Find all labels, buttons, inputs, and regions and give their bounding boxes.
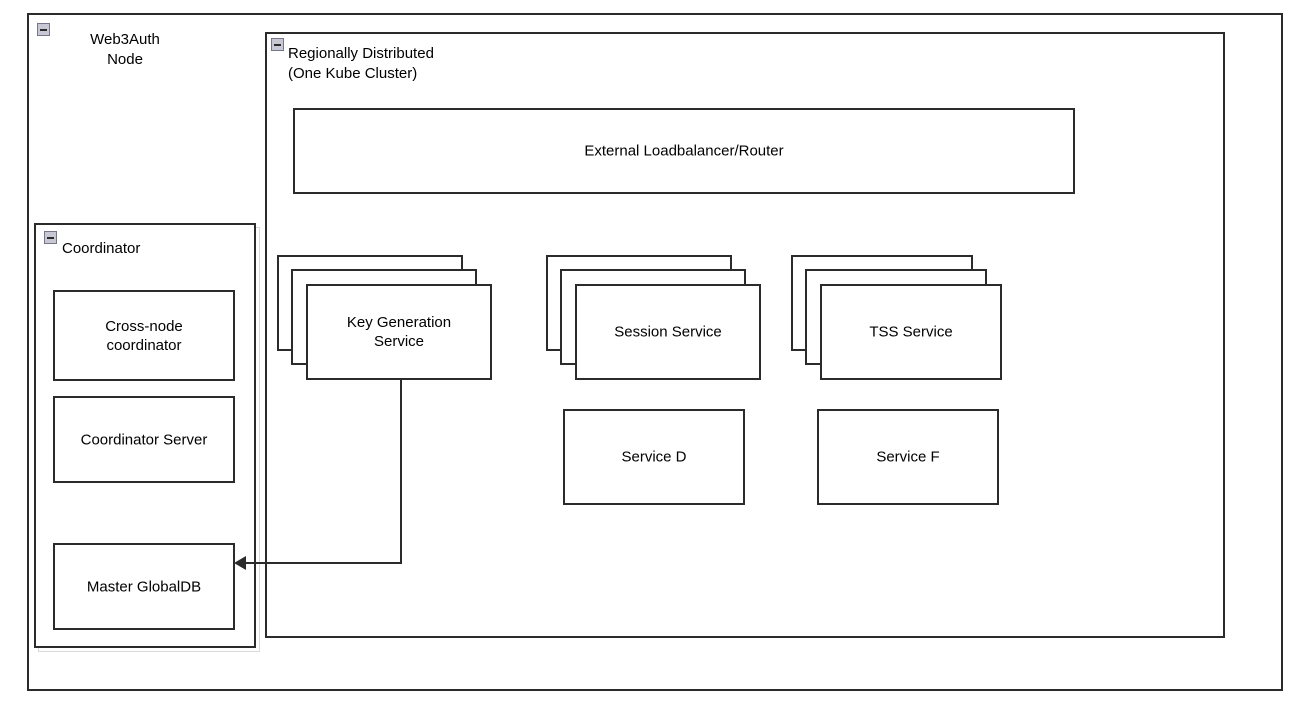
external-loadbalancer-router-label: External Loadbalancer/Router	[584, 142, 784, 160]
key-generation-service-label: Key Generation Service	[346, 314, 452, 350]
session-service-label: Session Service	[614, 323, 722, 341]
cross-node-coordinator-label: Cross-node coordinator	[105, 317, 183, 354]
cluster-collapse-icon[interactable]	[271, 38, 284, 51]
web3auth-node-collapse-icon[interactable]	[37, 23, 50, 36]
session-service-replica-front[interactable]: Session Service	[575, 284, 761, 380]
web3auth-node-title: Web3Auth Node	[90, 31, 160, 68]
master-globaldb-label: Master GlobalDB	[86, 578, 202, 595]
service-f-label: Service F	[876, 448, 940, 466]
external-loadbalancer-router-box[interactable]: External Loadbalancer/Router	[293, 108, 1075, 194]
service-d-box[interactable]: Service D	[563, 409, 745, 505]
service-d-label: Service D	[621, 448, 687, 466]
key-generation-service-stack[interactable]: Key Generation Service	[277, 255, 492, 380]
service-f-box[interactable]: Service F	[817, 409, 999, 505]
tss-service-label: TSS Service	[869, 323, 953, 341]
coordinator-server-label: Coordinator Server	[80, 431, 208, 448]
connector-keygen-to-globaldb-horizontal	[244, 562, 402, 564]
coordinator-title: Coordinator	[62, 240, 141, 257]
cross-node-coordinator-box[interactable]: Cross-node coordinator	[53, 290, 235, 381]
cluster-title: Regionally Distributed (One Kube Cluster…	[288, 45, 434, 82]
tss-service-replica-front[interactable]: TSS Service	[820, 284, 1002, 380]
tss-service-stack[interactable]: TSS Service	[791, 255, 1002, 380]
key-generation-service-replica-front[interactable]: Key Generation Service	[306, 284, 492, 380]
session-service-stack[interactable]: Session Service	[546, 255, 761, 380]
connector-keygen-to-globaldb-vertical	[400, 380, 402, 564]
coordinator-collapse-icon[interactable]	[44, 231, 57, 244]
master-globaldb-box[interactable]: Master GlobalDB	[53, 543, 235, 630]
connector-keygen-to-globaldb-arrowhead	[234, 556, 246, 570]
coordinator-server-box[interactable]: Coordinator Server	[53, 396, 235, 483]
